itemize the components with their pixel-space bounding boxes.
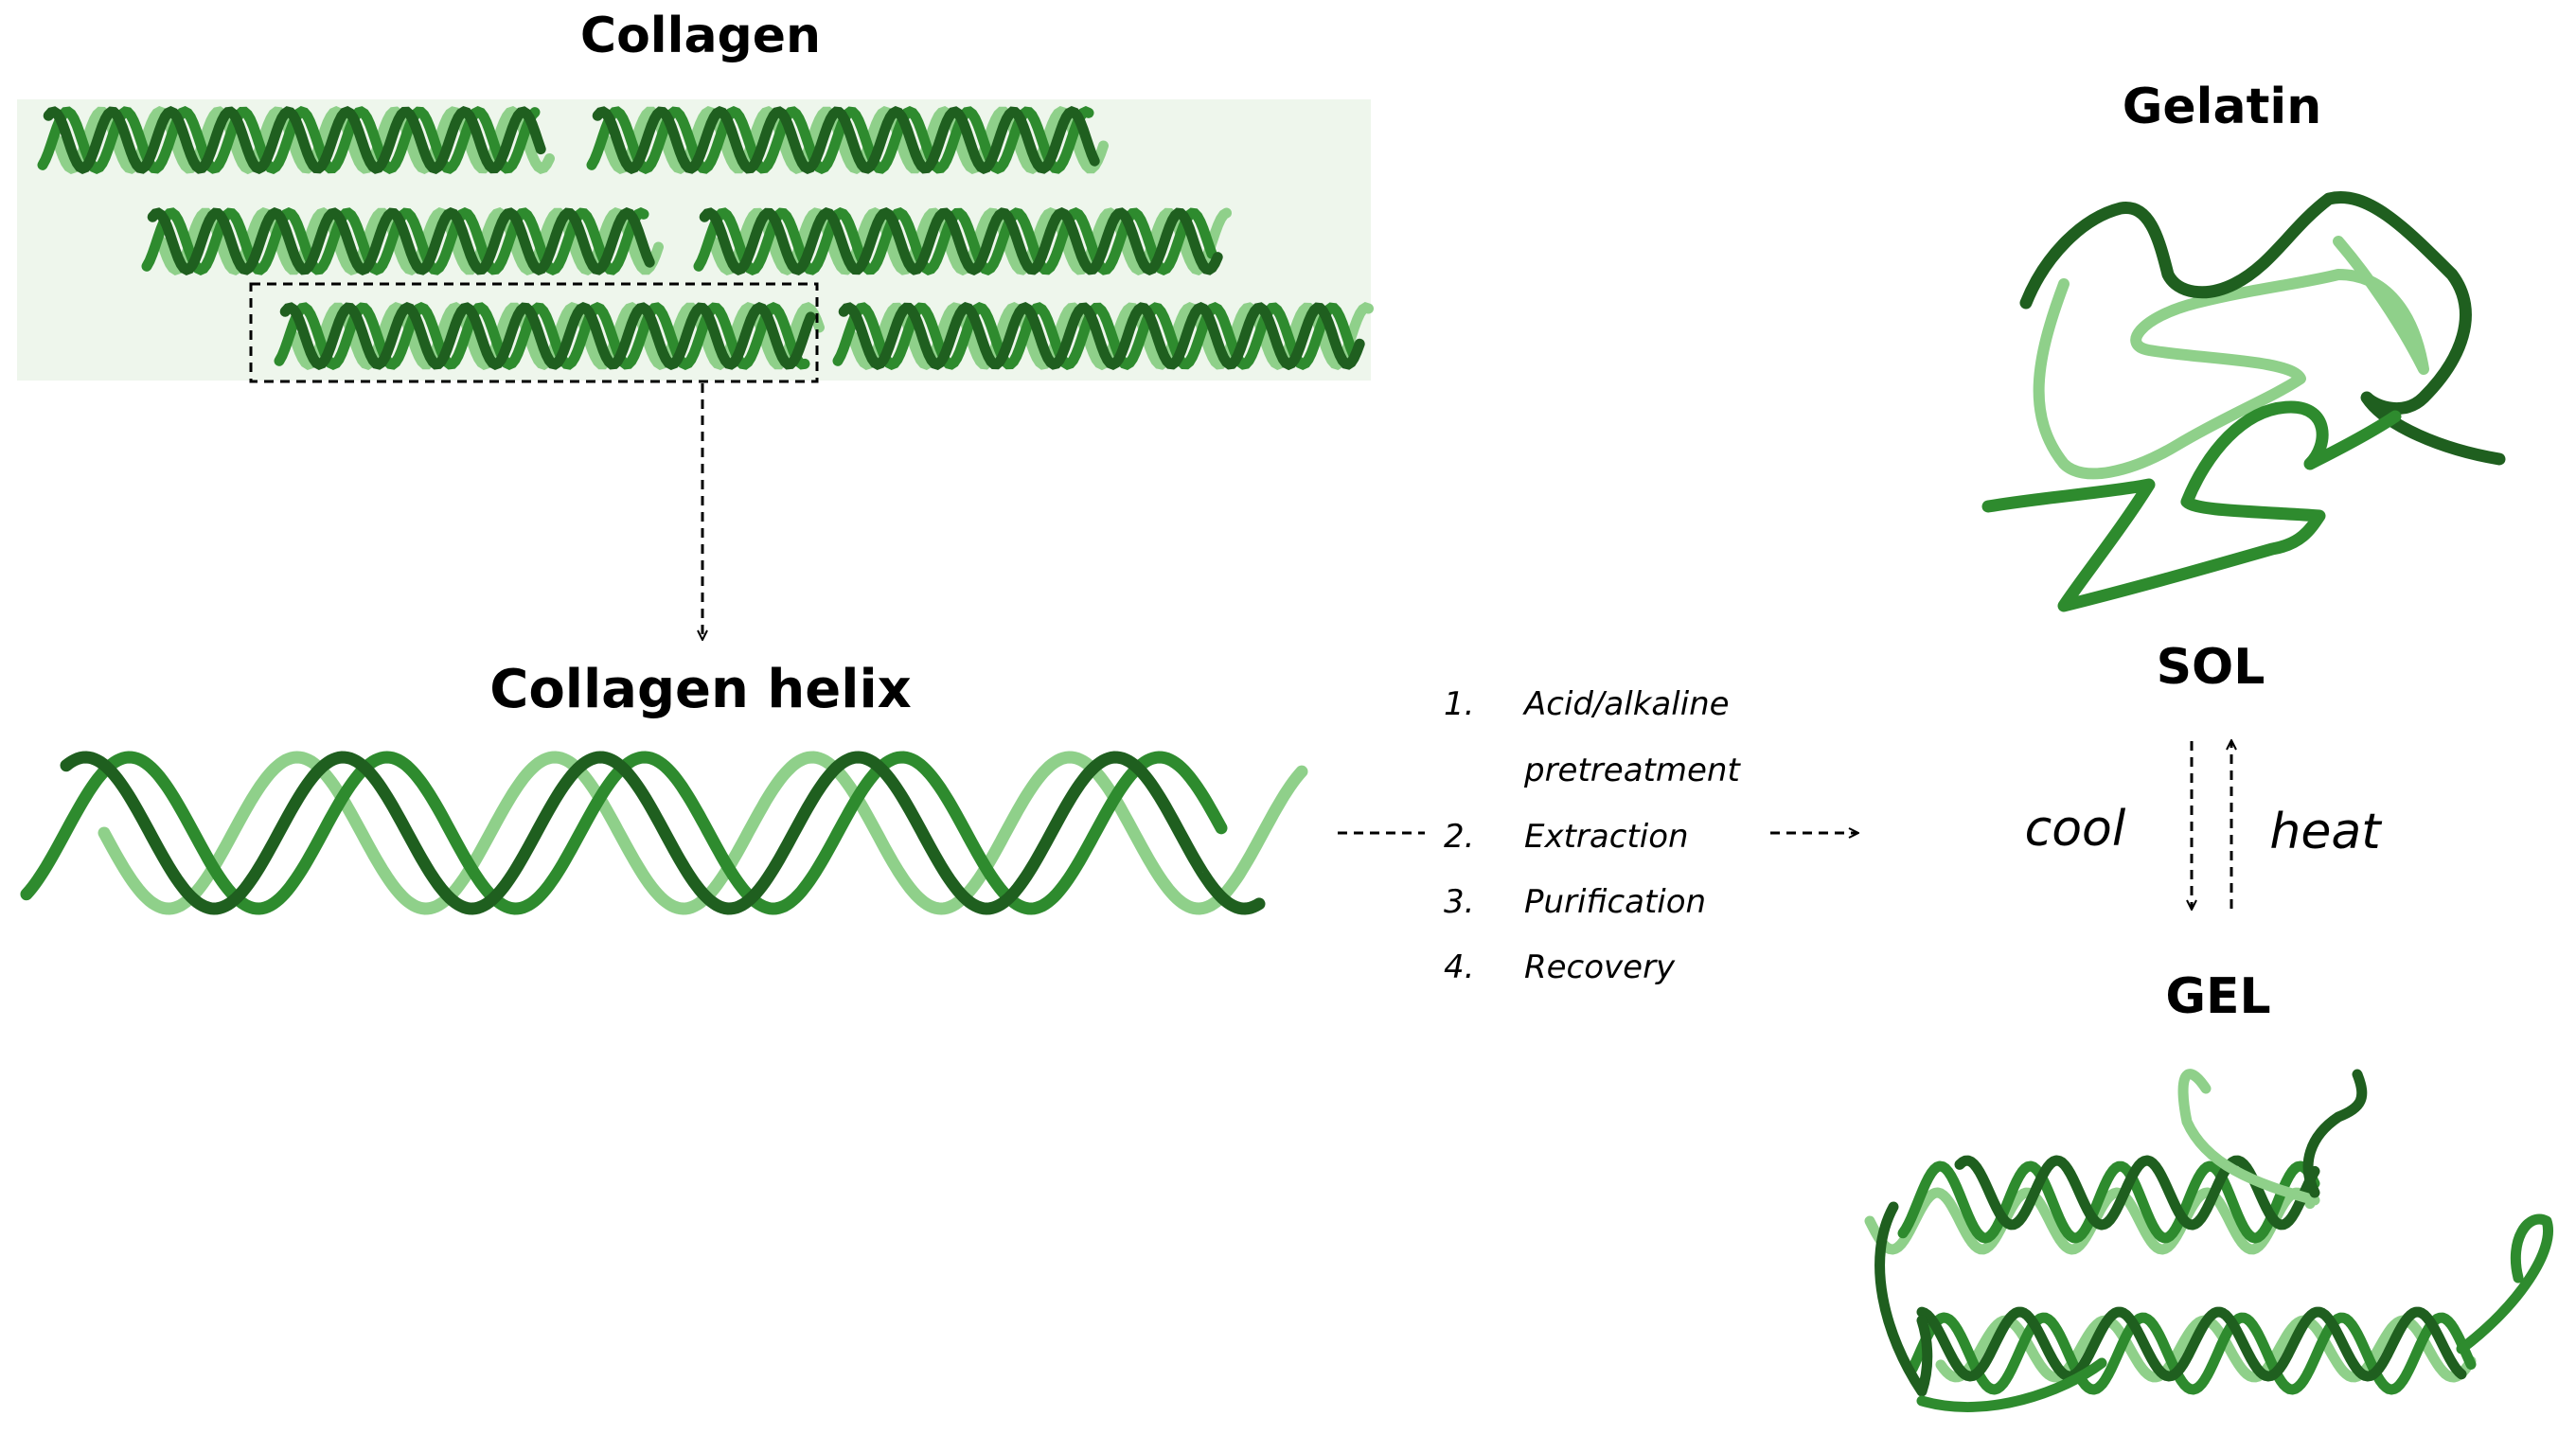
helix-strand-dark [43, 105, 546, 175]
helix-strand-dark [592, 105, 1100, 175]
gelatin-strand-light [2033, 236, 2429, 480]
step-label: Recovery [1524, 948, 1676, 986]
gel-loop-mid [1916, 1357, 2107, 1412]
helix-strand-light [156, 206, 664, 276]
collagen-fiber-helix [37, 105, 555, 175]
cool-label: cool [2025, 801, 2126, 858]
helix-strand-mid [586, 105, 1094, 175]
step-label: pretreatment [1523, 752, 1741, 789]
helix-strand-dark [60, 751, 1266, 915]
helix-strand-mid [274, 301, 810, 371]
process-steps-list: 1. Acid/alkaline pretreatment 2. Extract… [1444, 685, 1741, 986]
collagen-fiber-bundles [37, 105, 1374, 371]
collagen-title: Collagen [580, 8, 821, 64]
step-number: 1. [1444, 685, 1474, 723]
collagen-fiber-helix [274, 301, 825, 371]
step-label: Extraction [1524, 818, 1689, 856]
helix-strand-mid [141, 206, 649, 276]
step-label: Purification [1524, 883, 1706, 921]
gelatin-title: Gelatin [2123, 79, 2322, 135]
step-number: 2. [1444, 818, 1474, 856]
heat-label: heat [2269, 804, 2382, 860]
helix-strand-mid [37, 105, 541, 175]
step-label: Acid/alkaline [1522, 685, 1730, 723]
gel-loop-light [2177, 1069, 2320, 1206]
gelatin-random-coil [1981, 191, 2506, 612]
helix-strand-dark [699, 206, 1223, 276]
collagen-fiber-helix [693, 206, 1232, 276]
collagen-helix-strands [20, 751, 1308, 915]
step-number: 3. [1444, 883, 1474, 921]
gelatin-strand-mid [1981, 400, 2402, 612]
helix-strand-light [601, 105, 1109, 175]
gel-loop-dark [1874, 1201, 1933, 1397]
gel-helix-dark [1916, 1306, 2467, 1382]
helix-strand-dark [838, 301, 1365, 371]
collagen-fiber-helix [141, 206, 664, 276]
gel-helix-mid [1897, 1160, 2320, 1244]
gel-loop-dark [2302, 1069, 2368, 1198]
collagen-fiber-helix [832, 301, 1374, 371]
sol-label: SOL [2157, 639, 2265, 696]
step-number: 4. [1444, 948, 1474, 986]
gel-renatured-helices [1864, 1069, 2553, 1412]
collagen-fiber-helix [586, 105, 1109, 175]
collagen-helix-title: Collagen helix [489, 659, 912, 720]
selected-helix-box [249, 282, 819, 383]
gel-loop-mid [2456, 1213, 2553, 1355]
gel-label: GEL [2165, 968, 2270, 1025]
helix-strand-dark [279, 301, 816, 371]
gelatin-strand-dark [2019, 191, 2506, 466]
helix-strand-dark [147, 206, 655, 276]
